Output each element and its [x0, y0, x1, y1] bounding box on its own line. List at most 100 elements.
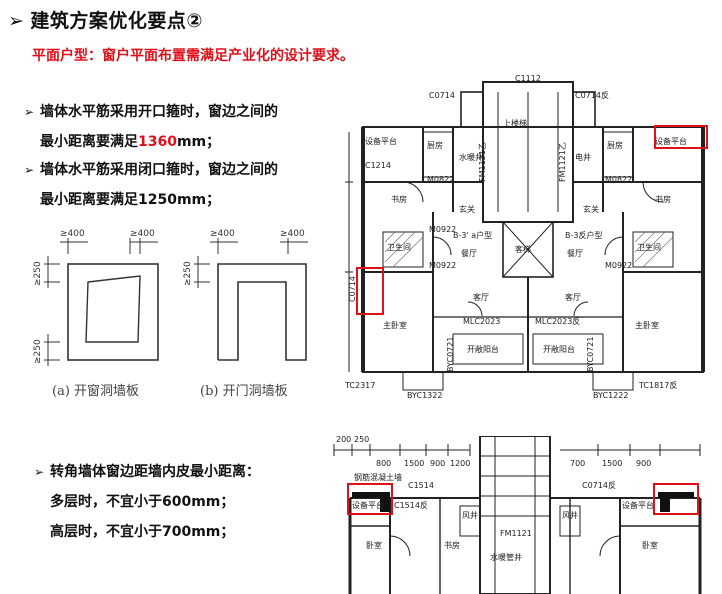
bullet-line: 墙体水平筋采用开口箍时，窗边之间的 [40, 104, 278, 120]
plan-label: 设备平台 [365, 136, 397, 146]
dim-label: ≥400 [60, 229, 85, 239]
dim-label: ≥400 [280, 229, 305, 239]
highlight-box-corner-left [347, 483, 393, 515]
plan-label: BYC0721 [446, 337, 455, 372]
plan-label: TC1817反 [638, 380, 677, 390]
floor-plan-top: C1112 C0714 C0714反 设备平台 设备平台 厨房 厨房 水暖井 电… [343, 72, 722, 402]
plan-label: 卫生间 [637, 242, 661, 252]
plan-label: C0714 [348, 276, 357, 302]
page-title: ➢建筑方案优化要点② [8, 6, 203, 33]
bullet-arrow-icon: ➢ [24, 105, 35, 119]
bullet-unit: mm； [176, 134, 221, 150]
bullet-arrow-icon: ➢ [24, 163, 35, 177]
bullet-open-stirrup: ➢ 墙体水平筋采用开口箍时，窗边之间的 最小距离要满足1360mm； [24, 102, 278, 152]
bullet-arrow-icon: ➢ [34, 465, 45, 479]
highlight-box-corner-right [653, 483, 699, 515]
highlight-box-right [654, 125, 708, 149]
plan-label: 卫生间 [387, 242, 411, 252]
plan-label: 电井 [575, 152, 591, 162]
plan-label: 开敞阳台 [543, 344, 575, 354]
dim-label: 1500 [602, 459, 622, 468]
plan-label: TC2317 [344, 381, 375, 390]
corner-wall-section: ➢ 转角墙体窗边距墙内皮最小距离： 多层时，不宜小于600mm； 高层时，不宜小于… [34, 462, 260, 542]
plan-label: 客厅 [565, 292, 581, 302]
highlight-value: 1360 [138, 134, 177, 150]
dim-label: 700 [570, 459, 585, 468]
bullet-closed-stirrup: ➢ 墙体水平筋采用闭口箍时，窗边之间的 最小距离要满足1250mm； [24, 160, 278, 210]
subtitle: 平面户型：窗户平面布置需满足产业化的设计要求。 [32, 48, 354, 64]
dim-label: ≥400 [210, 229, 235, 239]
plan-label: 餐厅 [567, 249, 583, 258]
plan-label: M0922 [429, 261, 456, 270]
plan-label: FM1121 [500, 529, 532, 538]
plan-label: 玄关 [583, 204, 599, 214]
plan-label: M0922 [429, 225, 456, 234]
plan-label: 风井 [562, 510, 578, 520]
plan-label: BYC1322 [407, 391, 442, 400]
plan-label: 主卧室 [383, 320, 407, 330]
floor-plan-bottom: 200 250 800 1500 900 1200 700 1500 900 钢… [330, 436, 722, 594]
plan-label: C1112 [515, 74, 541, 83]
bullet-line: 最小距离要满足 [40, 134, 138, 150]
dim-label: ≥250 [33, 339, 43, 364]
dim-label: 900 [636, 459, 651, 468]
plan-label: 餐厅 [461, 249, 477, 258]
plan-label: C1214 [365, 161, 391, 170]
plan-label: 钢筋混凝土墙 [354, 472, 402, 482]
plan-label: C0714 [429, 91, 455, 100]
plan-label: 厨房 [427, 140, 443, 150]
plan-label: 风井 [462, 510, 478, 520]
plan-label: 客厅 [473, 292, 489, 302]
bullet-line: 最小距离要满足1250mm； [40, 192, 221, 208]
plan-label: 卧室 [366, 540, 382, 550]
plan-label: 上楼梯 [503, 118, 527, 128]
plan-label: 设备平台 [352, 500, 384, 510]
plan-label: C0714反 [575, 90, 609, 100]
dim-label: ≥250 [183, 261, 193, 286]
plan-label: 卧室 [642, 540, 658, 550]
plan-label: 玄关 [459, 204, 475, 214]
plan-label: C0714反 [582, 480, 616, 490]
plan-label: 书房 [444, 540, 460, 550]
plan-label: C1514 [408, 481, 434, 490]
bullet-line: 墙体水平筋采用闭口箍时，窗边之间的 [40, 162, 278, 178]
dim-label: 200 [336, 436, 351, 444]
plan-label: 设备平台 [655, 136, 687, 146]
dim-label: 800 [376, 459, 391, 468]
dim-label: 900 [430, 459, 445, 468]
plan-label: FM1121乙 [558, 142, 567, 182]
plan-label: C1514反 [394, 500, 428, 510]
dim-label: ≥250 [33, 261, 43, 286]
plan-label: M0822 [605, 175, 632, 184]
plan-label: BYC1222 [593, 391, 628, 400]
page-title-text: 建筑方案优化要点② [30, 10, 204, 32]
plan-label: 设备平台 [622, 500, 654, 510]
plan-label: MLC2023 [463, 317, 500, 326]
plan-label: 厨房 [607, 140, 623, 150]
bullet-line: 高层时，不宜小于700mm； [50, 524, 235, 540]
plan-label: 书房 [655, 194, 671, 204]
plan-label: 水暖管井 [490, 552, 522, 562]
plan-label: 水暖井 [459, 152, 483, 162]
dim-label: 1500 [404, 459, 424, 468]
plan-label: B-3反户型 [565, 230, 602, 240]
plan-label: M0922 [605, 261, 632, 270]
bullet-line: 多层时，不宜小于600mm； [50, 494, 235, 510]
title-arrow-icon: ➢ [8, 10, 25, 32]
plan-label: M0822 [427, 175, 454, 184]
plan-label: BYC0721 [586, 337, 595, 372]
caption-open-window: (a) 开窗洞墙板 [52, 384, 140, 399]
plan-label: 书房 [391, 194, 407, 204]
dim-label: ≥400 [130, 229, 155, 239]
plan-label: FM1121乙 [478, 142, 487, 182]
caption-open-door: (b) 开门洞墙板 [200, 384, 288, 399]
dim-label: 250 [354, 436, 369, 444]
plan-label: MLC2023反 [535, 316, 580, 326]
plan-label: 主卧室 [635, 320, 659, 330]
bullet-line: 转角墙体窗边距墙内皮最小距离： [50, 464, 260, 480]
highlight-box-left [356, 267, 384, 315]
plan-label: 开敞阳台 [467, 344, 499, 354]
dim-label: 1200 [450, 459, 470, 468]
plan-label: 客梯 [515, 244, 531, 254]
wall-panel-diagrams: ≥400 ≥400 ≥400 ≥400 ≥250 ≥250 ≥250 [33, 229, 308, 366]
